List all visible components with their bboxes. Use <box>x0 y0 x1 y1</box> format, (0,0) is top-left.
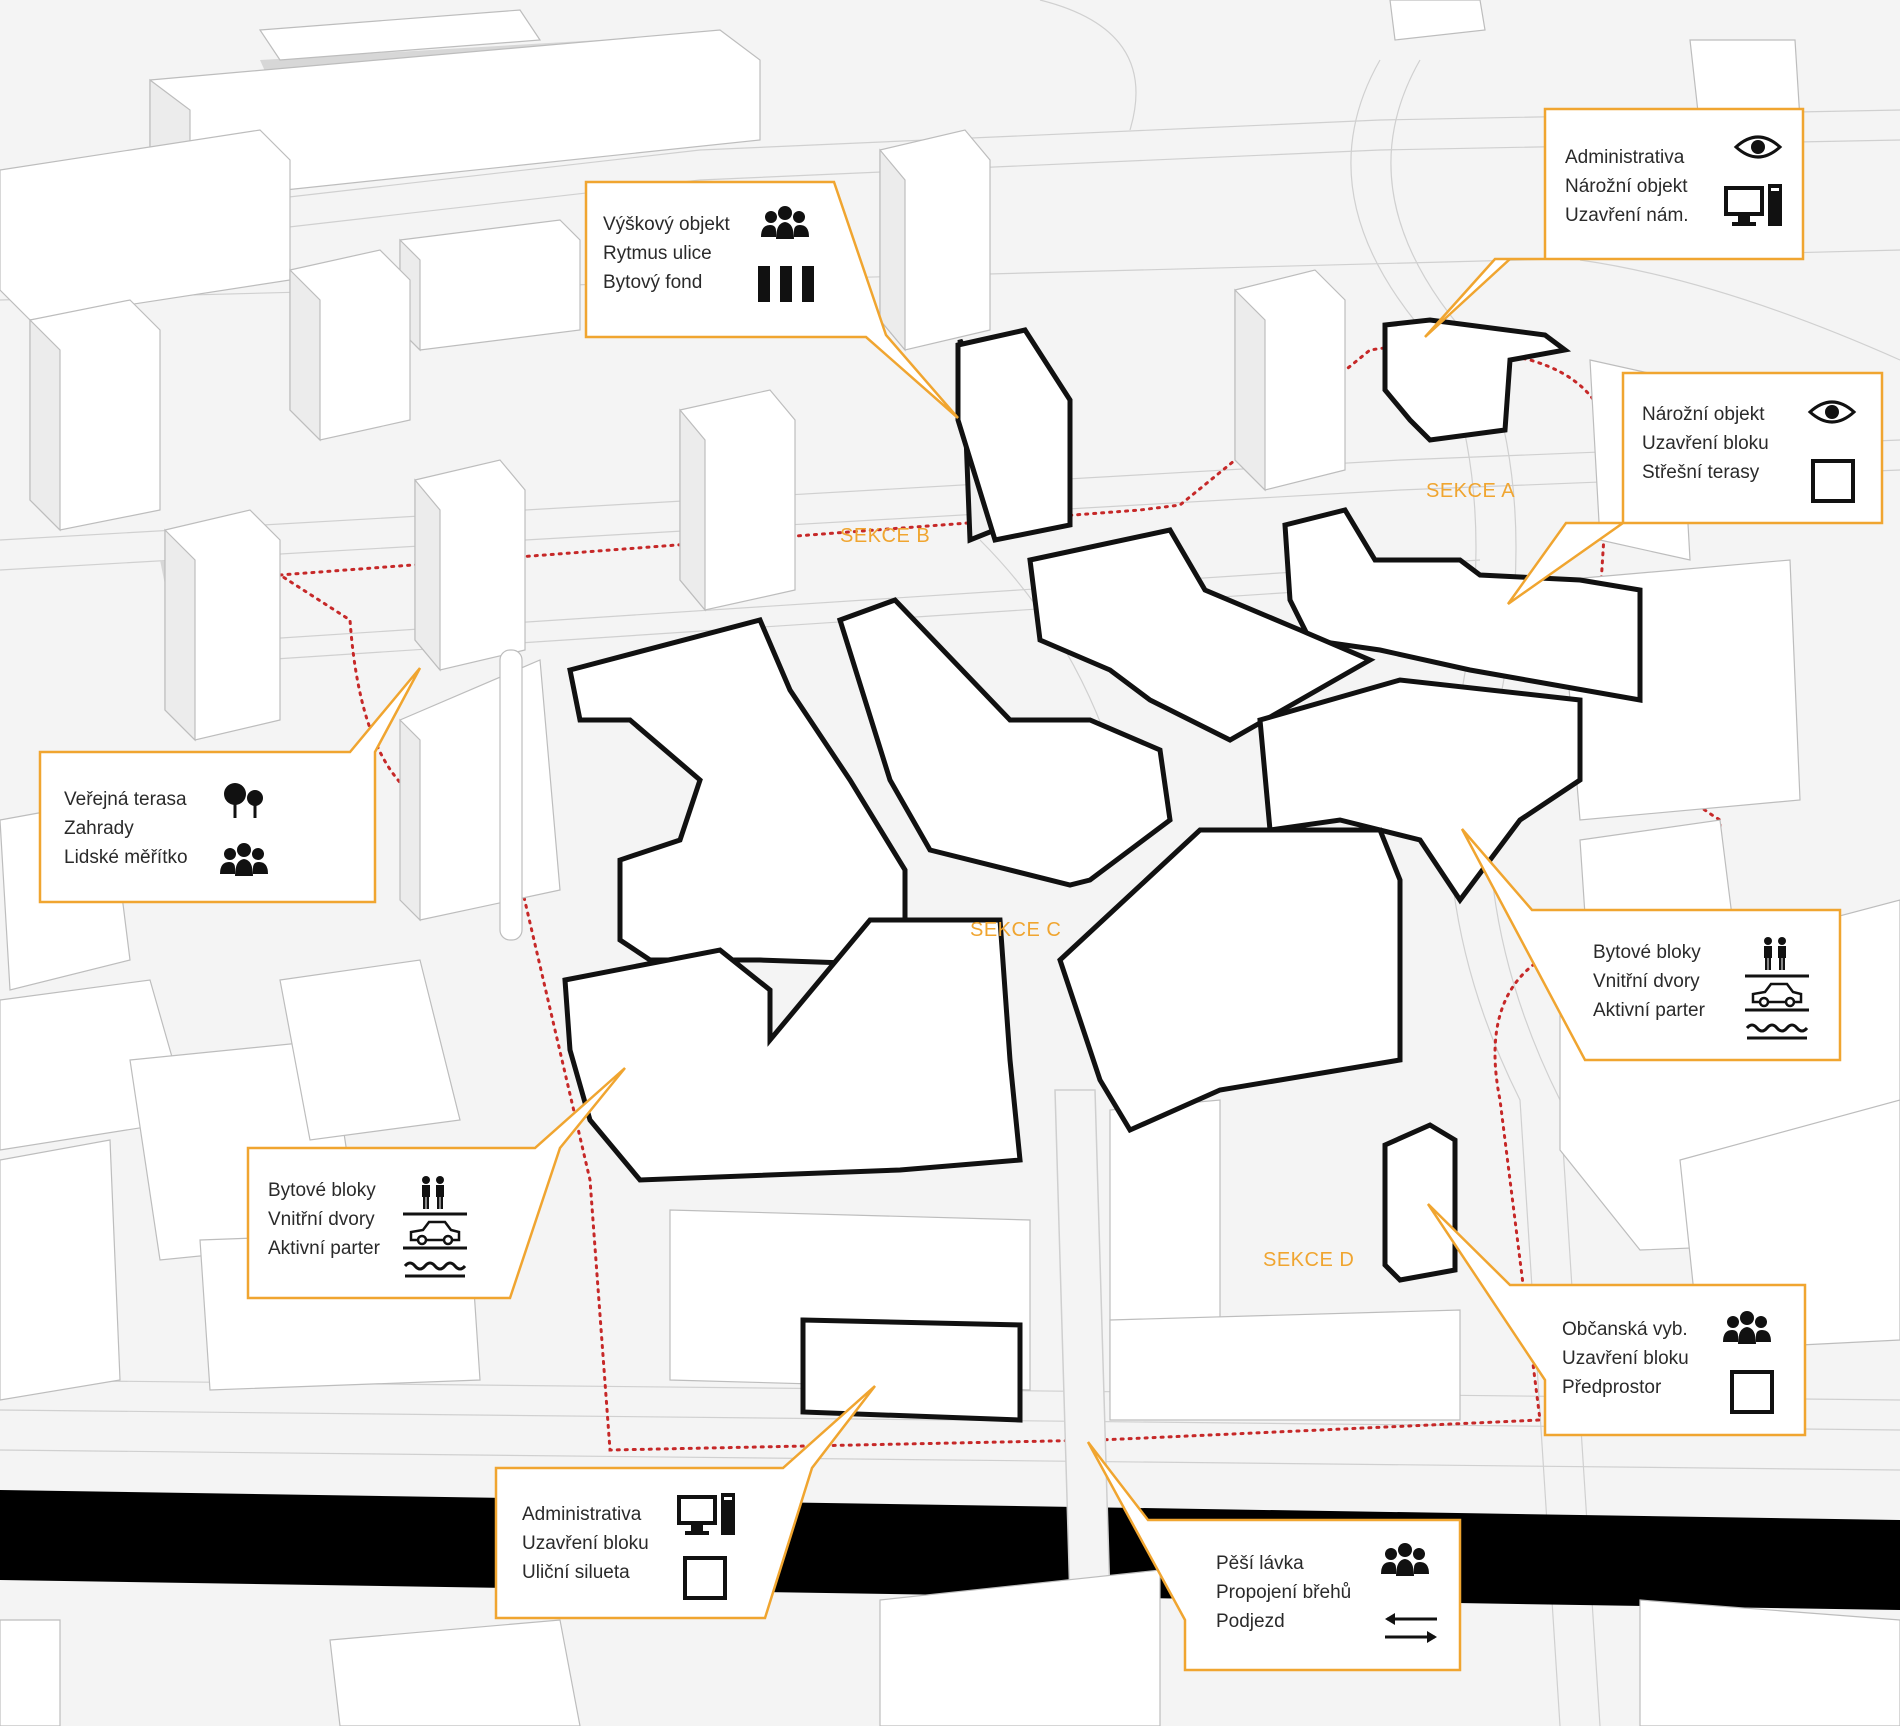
callout-admin-northeast-line-1: Administrativa <box>1565 147 1685 168</box>
callout-housing-west-line-3: Aktivní parter <box>268 1238 381 1259</box>
callout-civic-southeast-line-3: Předprostor <box>1562 1377 1662 1398</box>
callout-tall-object-line-2: Rytmus ulice <box>603 243 712 264</box>
callout-housing-east-line-2: Vnitřní dvory <box>1593 971 1700 992</box>
section-label-c: SEKCE C <box>970 919 1061 941</box>
callout-corner-east-line-1: Nárožní objekt <box>1642 404 1765 425</box>
callout-civic-southeast-line-1: Občanská vyb. <box>1562 1319 1688 1340</box>
section-label-a: SEKCE A <box>1426 480 1515 502</box>
callout-admin-south: Administrativa Uzavření bloku Uliční sil… <box>494 1385 876 1620</box>
callout-terrace-west-line-3: Lidské měřítko <box>64 847 188 868</box>
callout-corner-east-line-3: Střešní terasy <box>1642 462 1760 483</box>
callout-footbridge-line-3: Podjezd <box>1216 1611 1285 1632</box>
callout-civic-southeast: Občanská vyb. Uzavření bloku Předprostor <box>1426 1203 1807 1437</box>
callout-housing-east: Bytové bloky Vnitřní dvory Aktivní parte… <box>1460 828 1842 1062</box>
callout-admin-northeast: Administrativa Nárožní objekt Uzavření n… <box>1424 107 1805 338</box>
callout-tall-object-line-1: Výškový objekt <box>603 214 730 235</box>
callout-corner-east-line-2: Uzavření bloku <box>1642 433 1769 454</box>
callout-terrace-west-line-1: Veřejná terasa <box>64 789 187 810</box>
section-label-d: SEKCE D <box>1263 1249 1354 1271</box>
callout-admin-south-line-3: Uliční silueta <box>522 1562 630 1583</box>
callout-corner-east: Nárožní objekt Uzavření bloku Střešní te… <box>1506 371 1884 606</box>
callout-housing-west-line-2: Vnitřní dvory <box>268 1209 375 1230</box>
callout-housing-west-line-1: Bytové bloky <box>268 1180 376 1201</box>
callout-footbridge-line-2: Propojení břehů <box>1216 1582 1351 1603</box>
callout-housing-east-line-1: Bytové bloky <box>1593 942 1701 963</box>
callout-tall-object: Výškový objekt Rytmus ulice Bytový fond <box>584 180 959 419</box>
proposed-buildings <box>562 317 1643 1423</box>
section-label-b: SEKCE B <box>840 525 930 547</box>
callout-tall-object-line-3: Bytový fond <box>603 272 702 293</box>
callout-terrace-west: Veřejná terasa Zahrady Lidské měřítko <box>38 667 422 904</box>
callout-admin-northeast-line-3: Uzavření nám. <box>1565 205 1689 226</box>
callout-footbridge: Pěší lávka Propojení břehů Podjezd <box>1086 1441 1462 1672</box>
callout-admin-south-line-1: Administrativa <box>522 1504 642 1525</box>
callout-footbridge-line-1: Pěší lávka <box>1216 1553 1304 1574</box>
callout-housing-east-line-3: Aktivní parter <box>1593 1000 1706 1021</box>
callout-terrace-west-line-2: Zahrady <box>64 818 134 839</box>
callout-admin-northeast-line-2: Nárožní objekt <box>1565 176 1688 197</box>
callout-civic-southeast-line-2: Uzavření bloku <box>1562 1348 1689 1369</box>
callout-admin-south-line-2: Uzavření bloku <box>522 1533 649 1554</box>
callout-housing-west: Bytové bloky Vnitřní dvory Aktivní parte… <box>246 1067 626 1300</box>
bars-icon <box>758 266 814 302</box>
